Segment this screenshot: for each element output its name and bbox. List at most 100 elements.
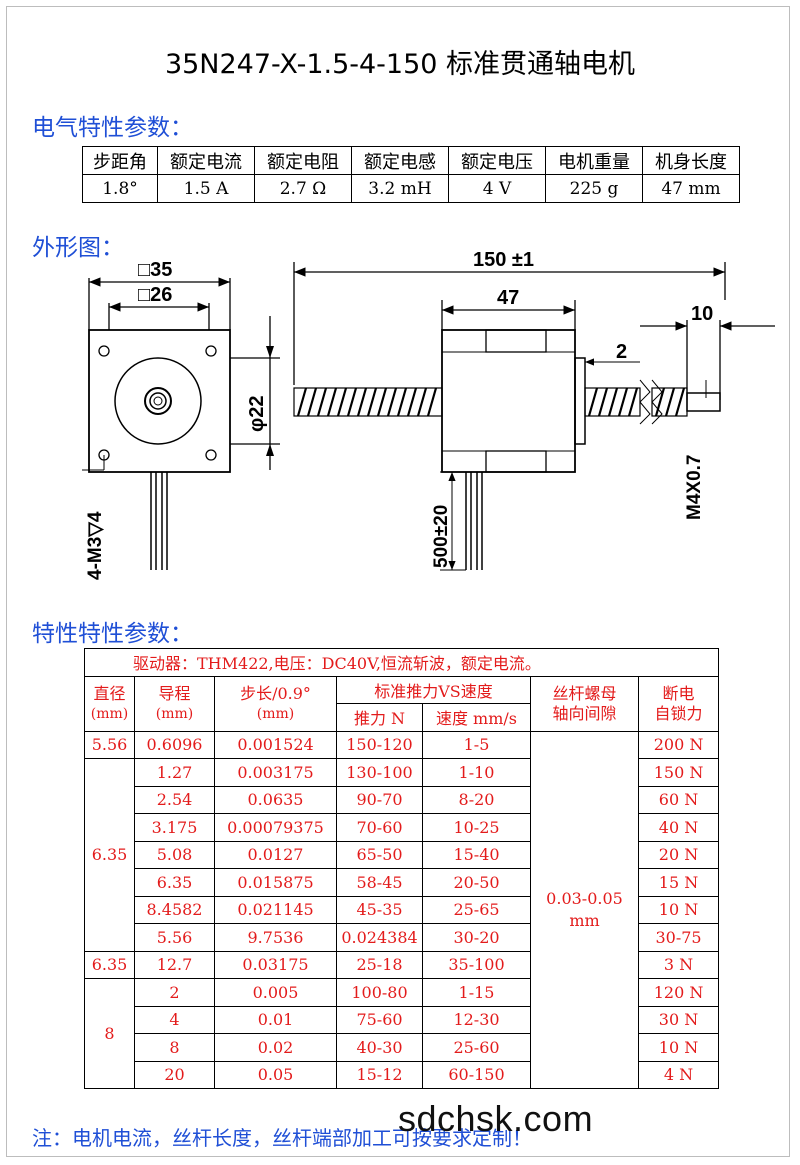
customization-note: 注：电机电流，丝杆长度，丝杆端部加工可按要求定制！ (32, 1126, 532, 1150)
cell-lead: 1.27 (134, 758, 215, 787)
cell-thrust: 25-18 (336, 950, 423, 979)
dim-boss-2: 2 (616, 341, 627, 363)
driver-row: 驱动器：THM422,电压：DC40V,恒流斩波，额定电流。 (83, 648, 720, 677)
cell-lock: 40 N (637, 813, 720, 842)
table-row: 5.08 0.0127 65-50 15-40 20 N (85, 840, 720, 869)
cell-speed: 30-75 (637, 923, 720, 952)
header-step: 步长/0.9°(mm) (214, 675, 337, 732)
header-diameter: 直径 (mm) (84, 675, 135, 732)
header-lead-unit: (mm) (155, 705, 194, 722)
front-view (82, 277, 280, 570)
header-backlash: 丝杆螺母轴向间隙 (530, 675, 639, 732)
cell-thrust: 100-80 (336, 978, 423, 1007)
cell-thrust: 15-12 (336, 1060, 423, 1089)
spec-table: 驱动器：THM422,电压：DC40V,恒流斩波，额定电流。 直径 (mm) 导程… (83, 648, 720, 1089)
cell-thrust: 65-50 (336, 840, 423, 869)
cell-diameter: 5.56 (134, 923, 215, 952)
side-view (293, 262, 775, 571)
cell-step: 0.001524 (214, 730, 337, 759)
cell-speed: 8-20 (422, 785, 531, 814)
elec-value: 4 V (448, 174, 546, 203)
cell-step: 0.021145 (214, 895, 337, 924)
cell-lead: 8.4582 (134, 895, 215, 924)
backlash-unit: mm (569, 910, 600, 930)
cell-lock: 30 N (637, 1005, 720, 1034)
cell-lead: 4 (134, 1005, 215, 1034)
cell-lock: 10 N (637, 895, 720, 924)
elec-value: 3.2 mH (351, 174, 449, 203)
cell-step: 0.024384 (336, 923, 423, 952)
dim-square-26: □26 (138, 284, 172, 306)
section-outline-title: 外形图： (32, 235, 124, 261)
section-spec-title: 特性特性参数： (32, 621, 193, 647)
cell-lock: 4 N (637, 1060, 720, 1089)
elec-value: 1.5 A (157, 174, 255, 203)
cell-thrust: 30-20 (422, 923, 531, 952)
electrical-value-row: 1.8° 1.5 A 2.7 Ω 3.2 mH 4 V 225 g 47 mm (82, 174, 740, 203)
cell-speed: 12-30 (422, 1005, 531, 1034)
driver-info: 驱动器：THM422,电压：DC40V,恒流斩波，额定电流。 (83, 648, 720, 677)
cell-diameter: 6.35 (84, 758, 135, 952)
cell-lock: 3 N (637, 950, 720, 979)
cell-speed: 35-100 (422, 950, 531, 979)
elec-header: 步距角 (82, 146, 158, 175)
cell-speed: 1-5 (422, 730, 531, 759)
elec-header: 额定电压 (448, 146, 546, 175)
header-step-unit: (mm) (256, 705, 295, 722)
dim-lead-length: 500±20 (431, 505, 452, 568)
spec-header-row-1: 直径 (mm) 导程 (mm) 步长/0.9°(mm) 标准推力VS速度 丝杆螺母轴… (84, 675, 720, 732)
dim-length-47: 47 (497, 287, 519, 309)
watermark: sdchsk.com (398, 1098, 594, 1139)
header-lock-2: 自锁力 (654, 703, 703, 723)
cell-thrust: 58-45 (336, 868, 423, 897)
dim-mount-holes: 4-M3▽4 (85, 511, 106, 580)
cell-lock: 60 N (637, 785, 720, 814)
motor-outline-drawing: □35 □26 φ22 4-M3▽4 150 ±1 47 2 10 M4X0.7… (82, 249, 775, 580)
dim-diameter-22: φ22 (246, 395, 268, 432)
cell-thrust: 130-100 (336, 758, 423, 787)
cell-step: 0.015875 (214, 868, 337, 897)
cell-speed: 25-60 (422, 1033, 531, 1062)
header-lead-label: 导程 (158, 683, 191, 703)
header-diameter-unit: (mm) (90, 705, 129, 722)
cell-speed: 1-10 (422, 758, 531, 787)
cell-lead: 12.7 (134, 950, 215, 979)
header-lock: 断电自锁力 (637, 675, 720, 732)
cell-lead: 2.54 (134, 785, 215, 814)
backlash-value: 0.03-0.05 (546, 888, 623, 908)
screw-thread (296, 387, 686, 417)
header-backlash-1: 丝杆螺母 (552, 683, 617, 703)
elec-header: 机身长度 (642, 146, 740, 175)
dim-length-150: 150 ±1 (473, 249, 534, 271)
cell-step: 0.00079375 (214, 813, 337, 842)
cell-thrust: 70-60 (336, 813, 423, 842)
cell-thrust: 45-35 (336, 895, 423, 924)
header-diameter-label: 直径 (93, 683, 126, 703)
electrical-table: 步距角 额定电流 额定电阻 额定电感 额定电压 电机重量 机身长度 1.8° 1… (82, 146, 740, 203)
page-border (6, 6, 790, 1157)
cell-thrust: 75-60 (336, 1005, 423, 1034)
cell-diameter: 5.56 (84, 730, 135, 759)
cell-lock: 200 N (637, 730, 720, 759)
cell-lead: 0.6096 (134, 730, 215, 759)
page-title: 35N247-X-1.5-4-150 标准贯通轴电机 (164, 49, 636, 80)
header-thrust-speed: 标准推力VS速度 (336, 675, 531, 704)
dim-shaft-10: 10 (691, 303, 713, 325)
cell-lead: 8 (134, 1033, 215, 1062)
cell-lock: 15 N (637, 868, 720, 897)
cell-step: 0.02 (214, 1033, 337, 1062)
cell-lead: 9.7536 (214, 923, 337, 952)
cell-step: 0.0635 (214, 785, 337, 814)
cell-lock: 10 N (637, 1033, 720, 1062)
cell-step: 0.005 (214, 978, 337, 1007)
dim-thread: M4X0.7 (684, 455, 705, 520)
table-row: 2.54 0.0635 90-70 8-20 60 N (85, 785, 720, 814)
cell-thrust: 40-30 (336, 1033, 423, 1062)
cell-speed: 25-65 (422, 895, 531, 924)
cell-diameter: 6.35 (84, 950, 135, 979)
cell-speed: 60-150 (422, 1060, 531, 1089)
